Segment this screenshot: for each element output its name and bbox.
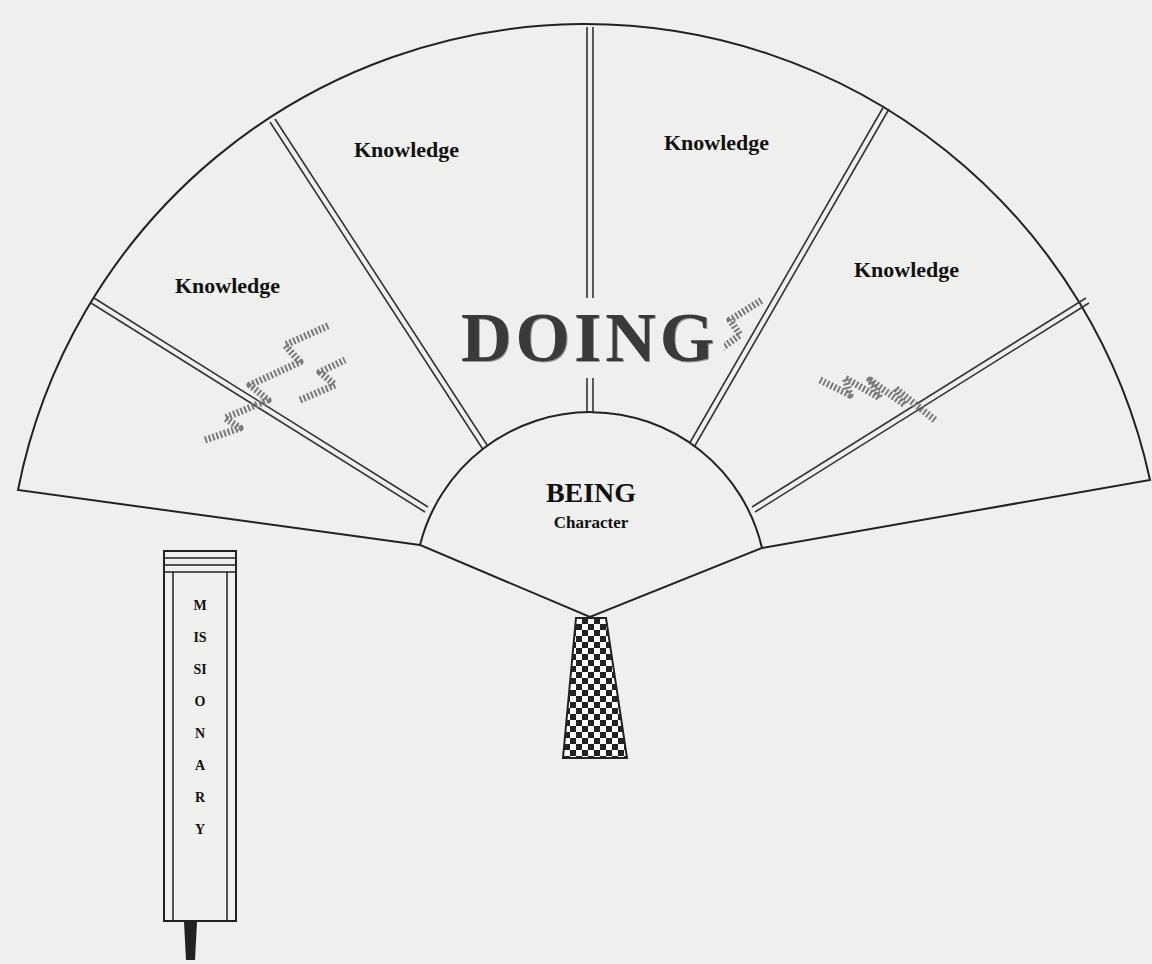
fan-segment-label: Knowledge xyxy=(354,137,459,163)
hub-sector: BEING Character xyxy=(410,405,772,620)
book-line xyxy=(164,557,236,559)
hub-text: BEING Character xyxy=(410,405,772,533)
segment-text: Knowledge xyxy=(664,130,769,156)
hub-shape xyxy=(410,405,772,620)
heading-text: BEING xyxy=(410,477,772,509)
book-line xyxy=(164,564,236,566)
segment-text: Knowledge xyxy=(175,273,280,299)
doing-label: DOING xyxy=(455,298,724,378)
book-outline xyxy=(164,551,236,921)
fan-segment-label: Knowledge xyxy=(664,130,769,156)
pen-tip xyxy=(184,922,197,960)
book-line xyxy=(164,571,236,573)
segment-text: Knowledge xyxy=(354,137,459,163)
fan-handle xyxy=(563,618,627,758)
book-line xyxy=(226,572,228,921)
vertical-text: MISSIONARY xyxy=(193,590,207,846)
subheading-text: Character xyxy=(410,513,772,533)
fan-segment-label: Knowledge xyxy=(854,257,959,283)
book-line xyxy=(172,572,174,921)
fan-segment-label: Knowledge xyxy=(175,273,280,299)
book-spine: MISSIONARY xyxy=(163,550,237,922)
segment-text: Knowledge xyxy=(854,257,959,283)
